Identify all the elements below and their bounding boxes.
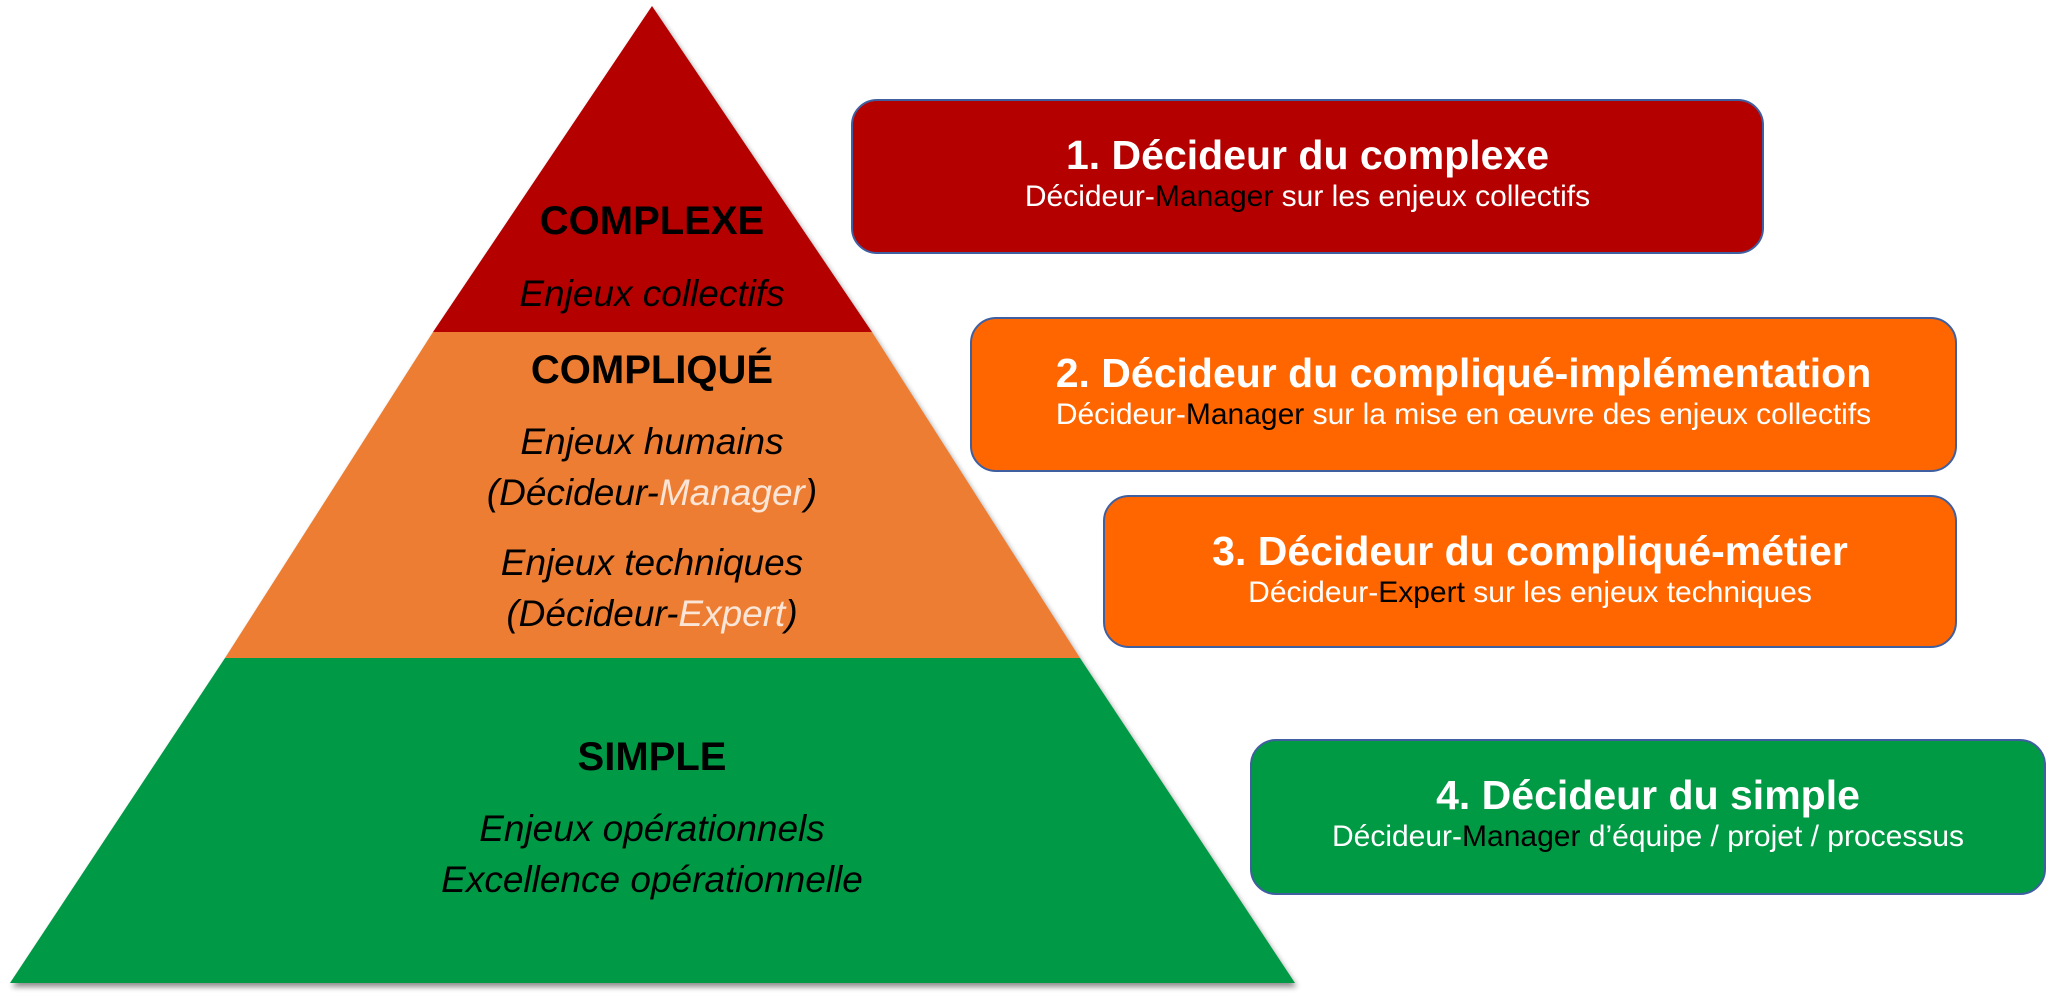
level-complique-line-technical: Enjeux techniques: [500, 542, 804, 583]
decider-box-complique-implementation: 2. Décideur du compliqué-implémentation …: [970, 317, 1957, 472]
box-subtitle: Décideur-Manager sur les enjeux collecti…: [1024, 180, 1591, 213]
level-complique-title: COMPLIQUÉ: [530, 348, 774, 392]
level-complique-line-human: Enjeux humains: [520, 421, 784, 462]
decider-box-complexe: 1. Décideur du complexe Décideur-Manager…: [851, 99, 1764, 254]
level-complique-line-expert: (Décideur-Expert): [506, 593, 798, 634]
box-subtitle: Décideur-Manager d’équipe / projet / pro…: [1331, 820, 1965, 853]
decision-pyramid: COMPLEXE Enjeux collectifs COMPLIQUÉ Enj…: [10, 6, 1295, 983]
box-title: 1. Décideur du complexe: [1065, 132, 1550, 178]
level-simple-title: SIMPLE: [577, 735, 727, 779]
level-complexe-band: [433, 6, 872, 332]
manager-highlight: Manager: [658, 472, 805, 513]
level-complexe-title: COMPLEXE: [539, 199, 765, 243]
level-complique-band: [225, 332, 1080, 658]
level-complexe-line: Enjeux collectifs: [519, 273, 785, 314]
decider-box-complique-metier: 3. Décideur du compliqué-métier Décideur…: [1103, 495, 1957, 648]
pyramid-shape: [10, 6, 1295, 983]
level-simple-band: [10, 658, 1295, 983]
level-simple-line-excellence: Excellence opérationnelle: [441, 859, 863, 900]
level-simple-line-operational: Enjeux opérationnels: [479, 808, 825, 849]
box-title: 3. Décideur du compliqué-métier: [1212, 528, 1848, 574]
expert-highlight: Expert: [678, 593, 786, 634]
box-subtitle: Décideur-Expert sur les enjeux technique…: [1248, 576, 1812, 609]
decider-box-simple: 4. Décideur du simple Décideur-Manager d…: [1250, 739, 2046, 895]
box-title: 4. Décideur du simple: [1436, 772, 1860, 818]
level-complique-line-manager: (Décideur-Manager): [486, 472, 818, 513]
box-subtitle: Décideur-Manager sur la mise en œuvre de…: [1055, 398, 1872, 431]
box-title: 2. Décideur du compliqué-implémentation: [1055, 350, 1872, 396]
